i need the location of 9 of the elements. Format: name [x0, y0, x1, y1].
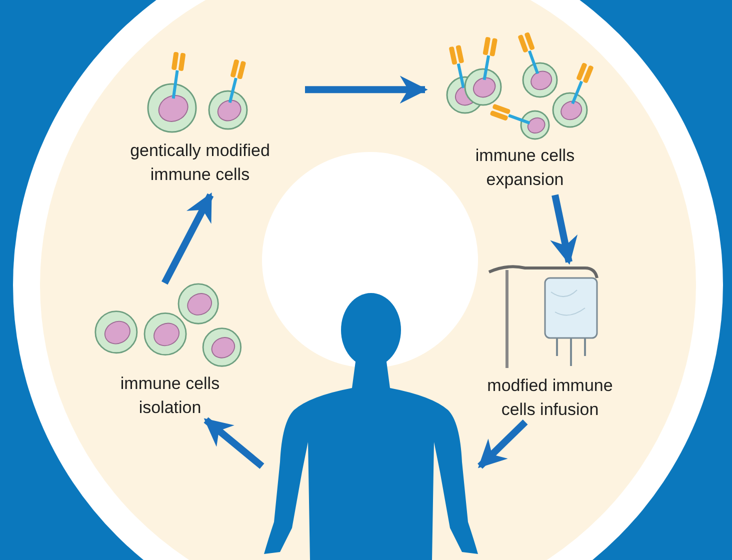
stage-label: immune cells isolation [119, 373, 221, 419]
arrow [550, 194, 578, 265]
stage-label: immune cells expansion [474, 145, 576, 191]
arrow [162, 192, 214, 285]
stage-label: modfied immune cells infusion [486, 375, 614, 421]
arrow [305, 76, 428, 104]
arrow [478, 420, 528, 469]
arrow [204, 417, 264, 469]
stage-label: gentically modified immune cells [129, 140, 271, 186]
